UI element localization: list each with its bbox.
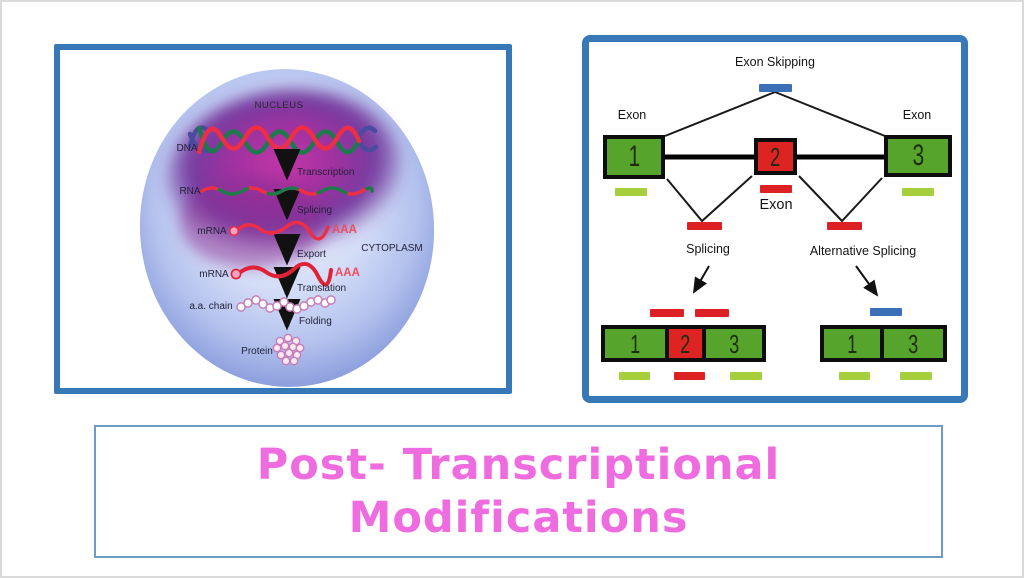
alt-junction-bar xyxy=(870,308,902,316)
dna-label: DNA xyxy=(176,143,197,154)
result-exon-3-number: 3 xyxy=(728,328,740,359)
transcription-label: Transcription xyxy=(297,167,354,178)
exon-label-mid: Exon xyxy=(759,197,793,213)
intron-v-right xyxy=(798,175,883,223)
amino-acid-chain-graphic xyxy=(236,295,336,314)
result-exon-2: 2 xyxy=(665,325,706,362)
alt-exon-3-number: 3 xyxy=(908,328,919,359)
splicing-label: Splicing xyxy=(686,242,730,256)
exon-1-number: 1 xyxy=(628,140,640,173)
result-marker-green-1 xyxy=(619,372,650,380)
mrna-cytoplasm-label: mRNA xyxy=(199,269,229,280)
mrna-cytoplasm-graphic xyxy=(230,261,333,287)
splicing-arrow xyxy=(693,265,710,294)
export-label: Export xyxy=(297,249,326,260)
page-title-line2: Modifications xyxy=(348,492,689,543)
result-exon-3: 3 xyxy=(702,325,766,362)
title-box: Post- Transcriptional Modifications xyxy=(94,425,943,558)
alt-exon-1-number: 1 xyxy=(846,328,858,359)
exon1-marker-bar xyxy=(615,188,647,196)
alternative-result-mrna: 1 3 xyxy=(820,325,947,362)
splicing-label: Splicing xyxy=(297,205,332,216)
alt-marker-green-1 xyxy=(839,372,870,380)
intron-bar-right xyxy=(827,222,862,230)
exon-2-number: 2 xyxy=(770,141,781,172)
rna-strand-graphic xyxy=(200,186,374,196)
mrna-nucleus-graphic xyxy=(229,220,330,241)
exon-skipping-panel: Exon Skipping Exon Exon 1 2 3 Exon S xyxy=(582,35,968,403)
mrna-nucleus-label: mRNA xyxy=(197,226,227,237)
result-marker-green-2 xyxy=(730,372,762,380)
intron-bar-left xyxy=(687,222,722,230)
alt-marker-green-2 xyxy=(900,372,932,380)
alternative-splicing-arrow xyxy=(855,265,879,297)
exon-label-left: Exon xyxy=(617,108,647,122)
cell-diagram-panel: NUCLEUS DNA Transcription RNA Splicing m… xyxy=(54,44,512,394)
exon2-marker-bar xyxy=(760,185,792,193)
exon3-marker-bar xyxy=(902,188,934,196)
translation-label: Translation xyxy=(297,283,346,294)
result-exon-1-number: 1 xyxy=(629,328,641,359)
exon-3-number: 3 xyxy=(912,139,924,172)
folding-label: Folding xyxy=(299,316,332,327)
rna-label: RNA xyxy=(179,186,200,197)
result-exon-2-number: 2 xyxy=(680,328,691,359)
splice-junction-bar-1 xyxy=(650,309,684,317)
splice-junction-bar-2 xyxy=(695,309,729,317)
exon-skipping-bar xyxy=(759,84,792,92)
result-exon-1: 1 xyxy=(601,325,669,362)
exon-label-right: Exon xyxy=(902,108,932,122)
aa-chain-label: a.a. chain xyxy=(189,301,232,312)
page-title-line1: Post- Transcriptional xyxy=(256,440,781,491)
alt-exon-3: 3 xyxy=(880,325,947,362)
poly-a-cytoplasm-label: AAA xyxy=(335,267,360,279)
cell-diagram: NUCLEUS DNA Transcription RNA Splicing m… xyxy=(139,69,435,387)
splicing-result-mrna: 1 2 3 xyxy=(601,325,766,362)
exon-skipping-label: Exon Skipping xyxy=(735,55,815,69)
exon-box-3: 3 xyxy=(884,135,952,177)
result-marker-red xyxy=(674,372,705,380)
skip-line-right xyxy=(774,91,886,137)
cytoplasm-label: CYTOPLASM xyxy=(361,243,423,254)
nucleus-label: NUCLEUS xyxy=(255,100,304,111)
protein-graphic xyxy=(272,333,305,366)
alternative-splicing-label: Alternative Splicing xyxy=(809,244,917,258)
poly-a-nucleus-label: AAA xyxy=(332,224,357,236)
skip-line-left xyxy=(664,91,776,137)
exon-box-1: 1 xyxy=(603,135,665,179)
dna-helix-graphic xyxy=(187,125,379,155)
alt-exon-1: 1 xyxy=(820,325,884,362)
intron-v-left xyxy=(666,175,753,223)
exon-box-2: 2 xyxy=(754,138,797,175)
protein-label: Protein xyxy=(241,346,273,357)
